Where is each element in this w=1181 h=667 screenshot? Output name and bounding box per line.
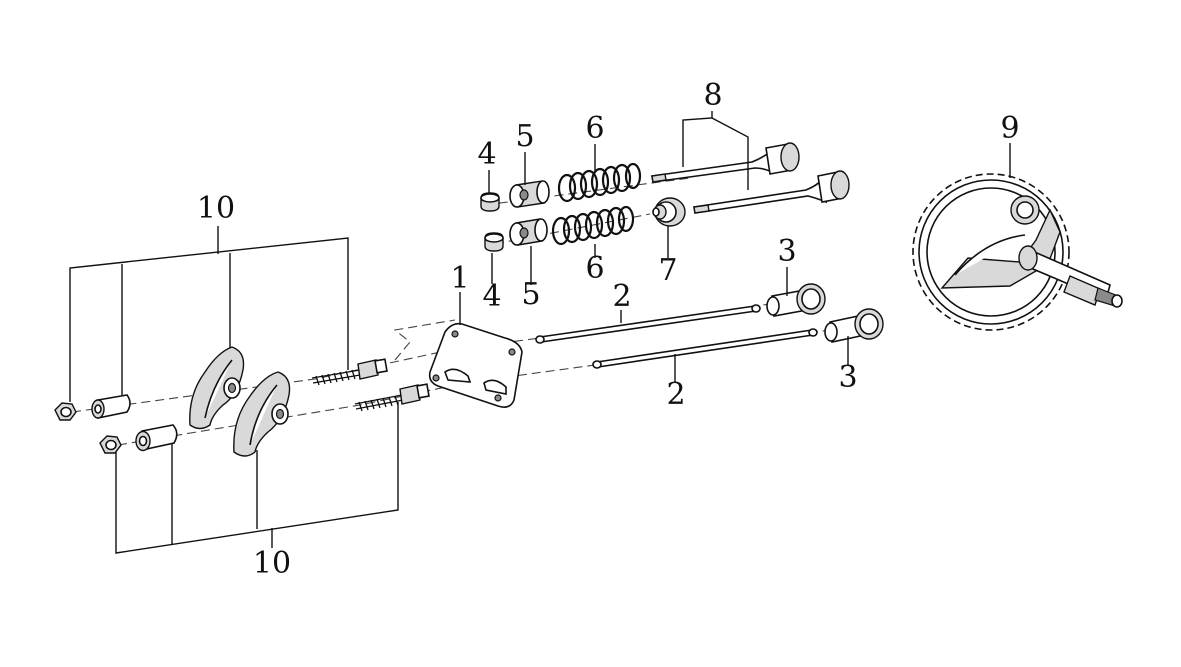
callout-2-upper: 2 bbox=[612, 279, 631, 314]
callout-7: 7 bbox=[658, 253, 677, 288]
guide-plate bbox=[428, 322, 523, 408]
callout-3-lower: 3 bbox=[838, 360, 857, 395]
lower-tappet bbox=[824, 308, 884, 343]
lower-bushing bbox=[135, 424, 178, 452]
lower-stud bbox=[354, 383, 430, 412]
upper-stud bbox=[311, 358, 388, 386]
callout-6-upper: 6 bbox=[585, 111, 604, 146]
upper-spring-retainer bbox=[509, 180, 550, 208]
callout-labels: 1 2 2 3 3 4 4 5 5 6 6 7 8 9 10 10 bbox=[197, 78, 1020, 581]
rocker-arm-assembly bbox=[54, 346, 430, 457]
lower-spring-retainer bbox=[509, 218, 548, 246]
lower-rocker-arm bbox=[233, 371, 291, 457]
callout-8: 8 bbox=[703, 78, 722, 113]
lower-valve bbox=[693, 170, 850, 214]
upper-valve-spring bbox=[557, 162, 642, 203]
spring-retainers bbox=[509, 180, 550, 246]
valves bbox=[651, 142, 850, 214]
upper-tappet bbox=[766, 283, 826, 317]
callout-4-upper: 4 bbox=[477, 137, 496, 172]
lower-push-rod bbox=[592, 328, 818, 369]
callout-4-lower: 4 bbox=[482, 279, 501, 314]
lower-valve-spring bbox=[551, 205, 635, 246]
lower-valve-cap bbox=[484, 232, 504, 252]
callout-6-lower: 6 bbox=[585, 251, 604, 286]
callout-5-upper: 5 bbox=[515, 119, 534, 154]
leader-lines bbox=[69, 111, 1011, 554]
callout-1: 1 bbox=[450, 261, 469, 296]
valve-caps bbox=[480, 192, 504, 252]
callout-10-lower: 10 bbox=[253, 546, 291, 581]
upper-valve bbox=[651, 142, 800, 183]
camshaft-gear bbox=[912, 173, 1123, 331]
callout-5-lower: 5 bbox=[521, 277, 540, 312]
lower-nut bbox=[99, 435, 122, 454]
tappets bbox=[766, 283, 884, 343]
push-rods bbox=[535, 304, 818, 369]
callout-9: 9 bbox=[1000, 111, 1019, 146]
upper-bushing bbox=[91, 394, 131, 419]
callout-2-lower: 2 bbox=[666, 377, 685, 412]
valve-stem-seal bbox=[652, 197, 686, 227]
valve-springs bbox=[551, 162, 642, 246]
upper-push-rod bbox=[535, 304, 761, 344]
upper-rocker-arm bbox=[189, 346, 245, 430]
upper-valve-cap bbox=[480, 192, 500, 212]
callout-10-upper: 10 bbox=[197, 191, 235, 226]
upper-nut bbox=[54, 402, 77, 421]
callout-3-upper: 3 bbox=[777, 234, 796, 269]
